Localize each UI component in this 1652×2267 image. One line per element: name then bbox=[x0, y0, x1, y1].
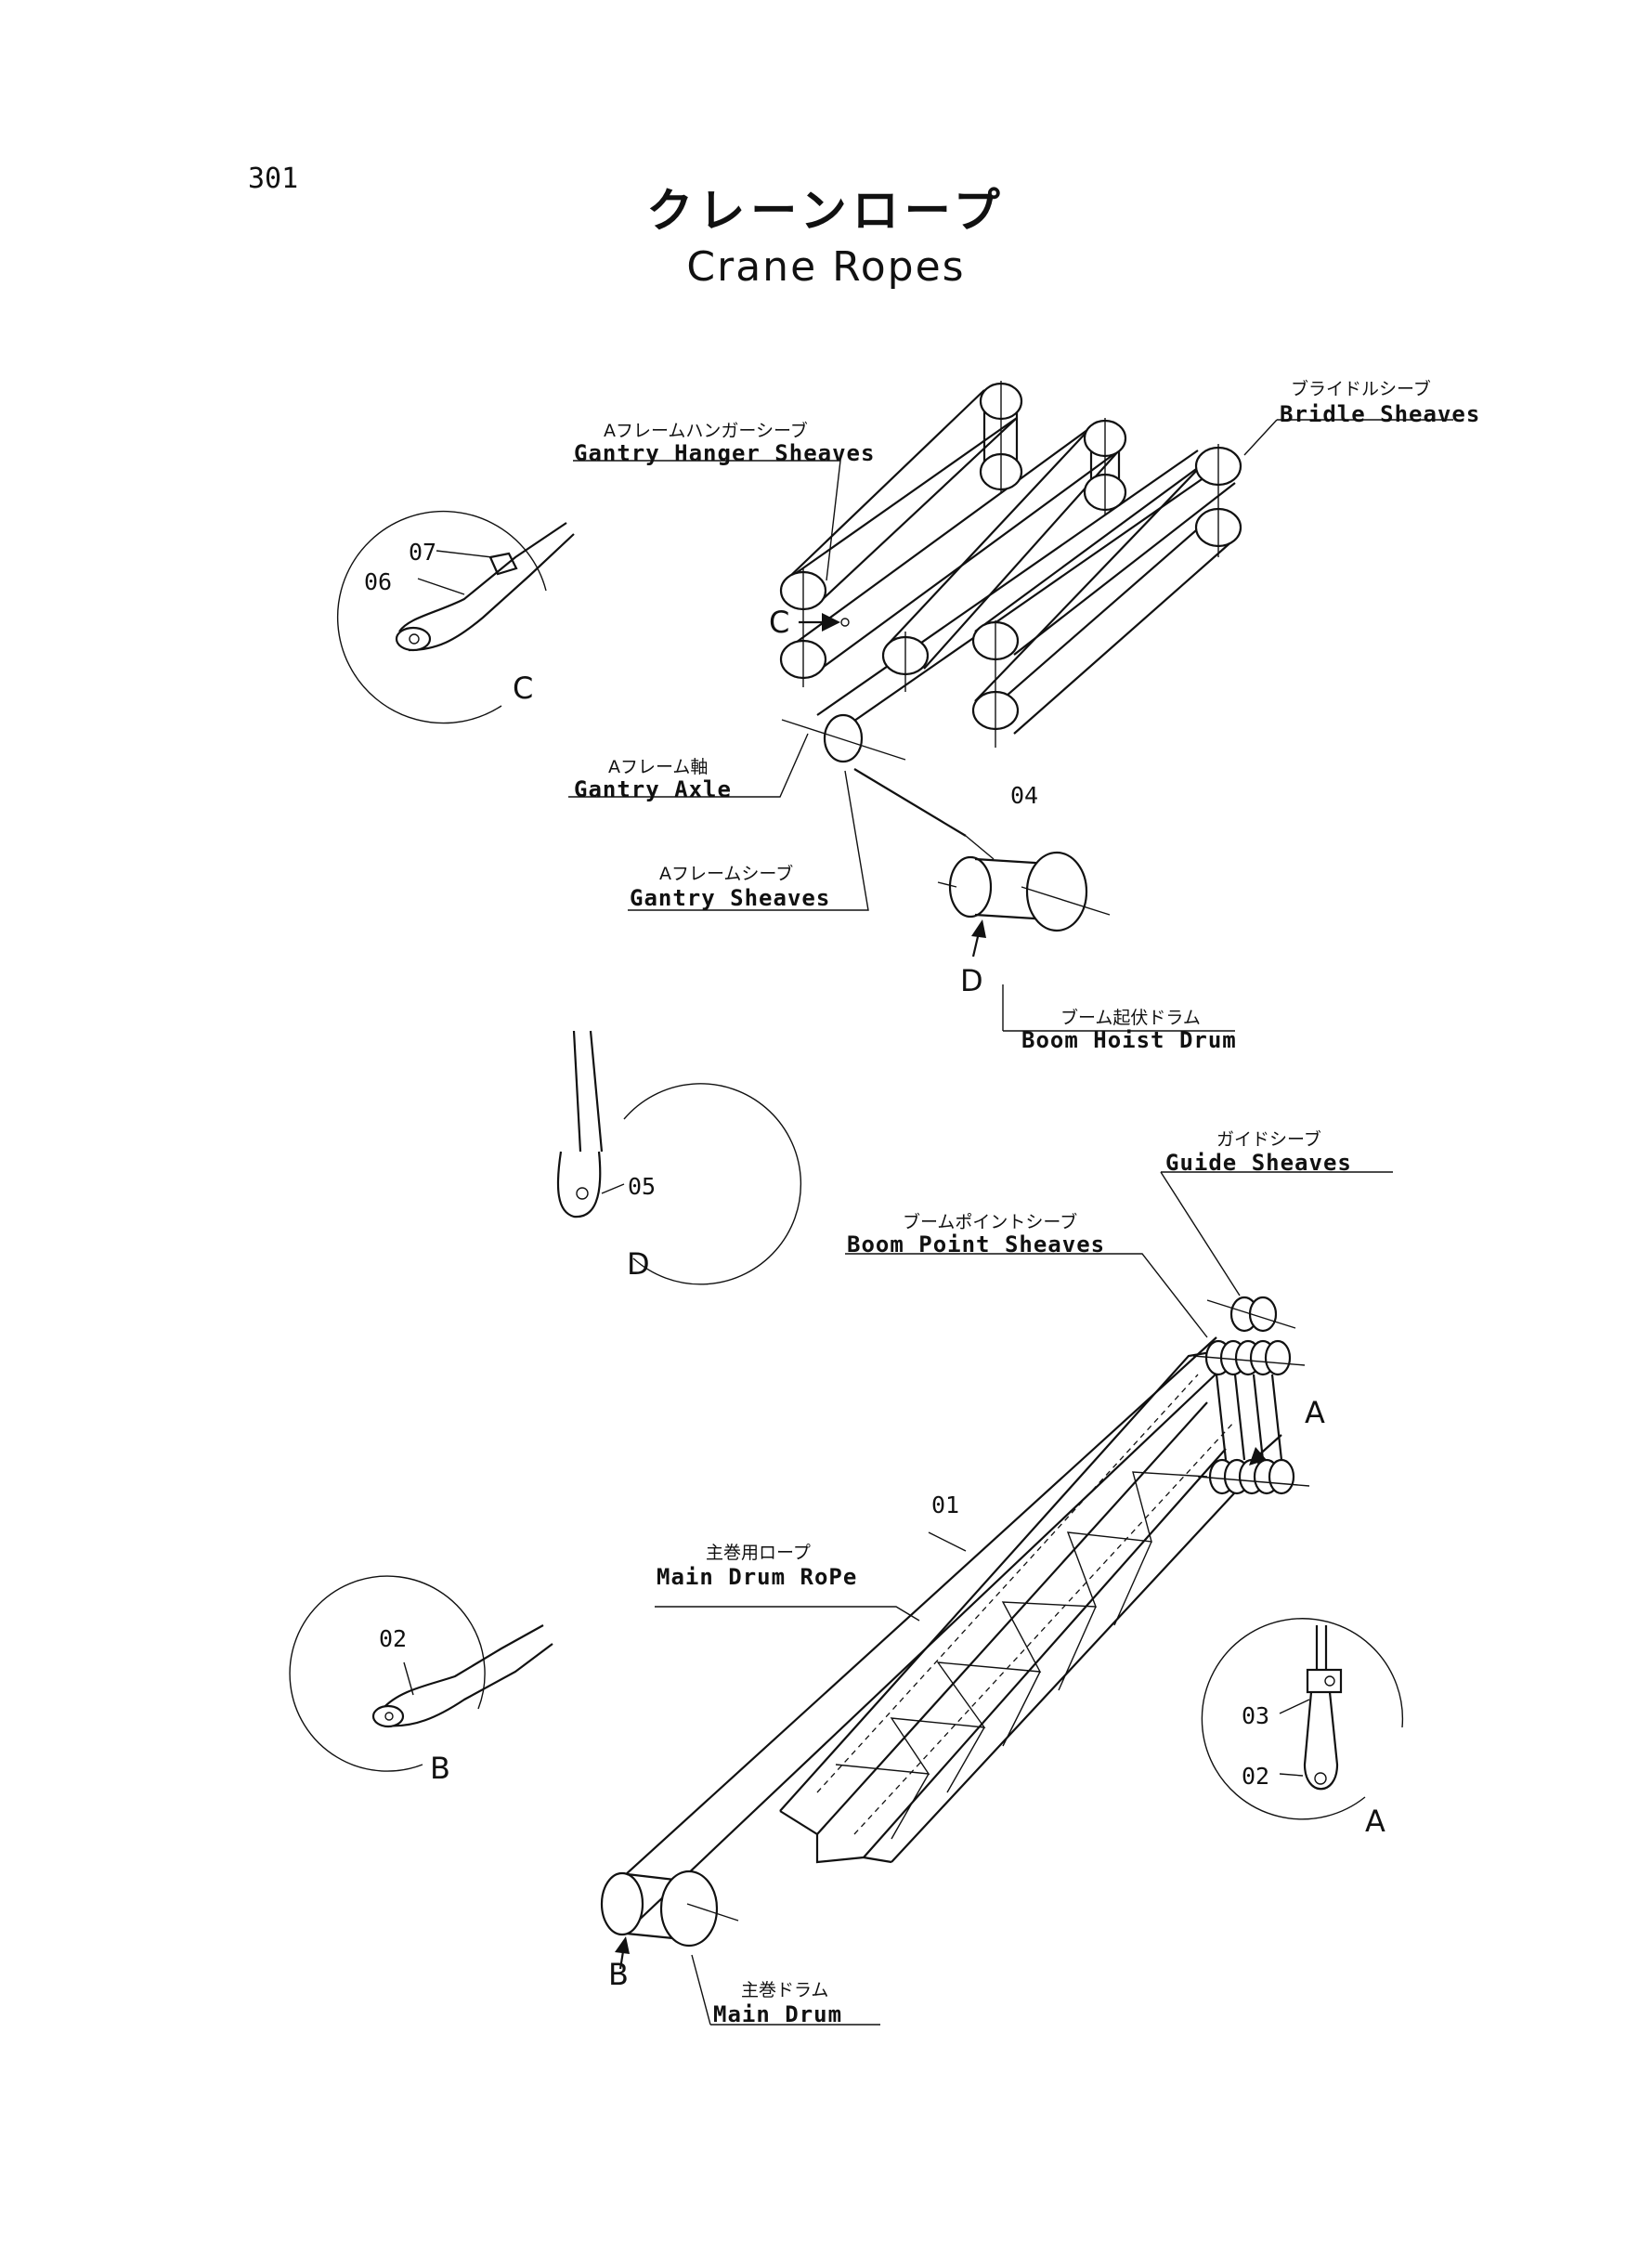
title-japanese: クレーンロープ bbox=[646, 184, 1006, 238]
label-main-drum-en: Main Drum bbox=[713, 2001, 843, 2027]
view-marker-d-detail: D bbox=[627, 1246, 650, 1282]
label-bridle-sheaves-en: Bridle Sheaves bbox=[1280, 401, 1481, 427]
label-boom-hoist-drum-jp: ブーム起伏ドラム bbox=[1060, 1008, 1201, 1028]
view-c-arrow bbox=[799, 613, 850, 632]
label-boom-point-sheaves-jp: ブームポイントシーブ bbox=[903, 1212, 1078, 1232]
leader-lines-lower bbox=[655, 1171, 1393, 1622]
part-number-06: 06 bbox=[364, 568, 393, 595]
part-number-07: 07 bbox=[409, 539, 437, 566]
label-main-drum-rope-jp: 主巻用ロープ bbox=[706, 1543, 811, 1563]
upper-reeving-assembly bbox=[779, 381, 1242, 860]
page-number: 301 bbox=[248, 163, 299, 195]
view-d-arrow bbox=[971, 919, 986, 958]
part-number-02-detail-b: 02 bbox=[379, 1625, 408, 1652]
part-number-02-detail-a: 02 bbox=[1242, 1763, 1270, 1790]
part-number-01: 01 bbox=[931, 1492, 960, 1518]
title-english: Crane Ropes bbox=[686, 243, 966, 291]
label-gantry-sheaves-en: Gantry Sheaves bbox=[630, 885, 831, 911]
label-bridle-sheaves-jp: ブライドルシーブ bbox=[1291, 379, 1431, 399]
label-gantry-axle-en: Gantry Axle bbox=[574, 776, 732, 802]
view-marker-b-detail: B bbox=[430, 1751, 450, 1786]
detail-a-circle bbox=[1201, 1618, 1404, 1820]
label-guide-sheaves-en: Guide Sheaves bbox=[1165, 1150, 1352, 1176]
boom-hoist-drum bbox=[937, 851, 1111, 932]
boom-lattice bbox=[603, 1336, 1259, 1928]
label-boom-hoist-drum-en: Boom Hoist Drum bbox=[1021, 1027, 1237, 1053]
label-gantry-hanger-sheaves-en: Gantry Hanger Sheaves bbox=[574, 440, 876, 466]
boom-point-sheaves bbox=[1192, 1296, 1310, 1495]
view-marker-c-callout: C bbox=[769, 605, 790, 640]
label-gantry-sheaves-jp: Aフレームシーブ bbox=[659, 864, 794, 884]
view-marker-a-callout: A bbox=[1305, 1395, 1325, 1430]
leader-lines-upper bbox=[568, 419, 1453, 1032]
part-number-04: 04 bbox=[1010, 782, 1039, 809]
detail-d-circle bbox=[556, 1030, 802, 1285]
main-drum bbox=[600, 1870, 880, 2026]
view-marker-c-detail: C bbox=[513, 671, 534, 706]
view-marker-d-callout: D bbox=[960, 963, 983, 998]
part-number-03: 03 bbox=[1242, 1702, 1270, 1729]
detail-c-circle bbox=[336, 510, 575, 724]
part-number-05: 05 bbox=[628, 1173, 657, 1200]
label-main-drum-jp: 主巻ドラム bbox=[741, 1980, 829, 2000]
detail-b-circle bbox=[289, 1575, 553, 1772]
view-marker-b-callout: B bbox=[608, 1957, 629, 1992]
label-boom-point-sheaves-en: Boom Point Sheaves bbox=[847, 1231, 1106, 1257]
view-marker-a-detail: A bbox=[1365, 1804, 1385, 1839]
label-guide-sheaves-jp: ガイドシーブ bbox=[1216, 1129, 1321, 1150]
label-main-drum-rope-en: Main Drum RoPe bbox=[657, 1564, 858, 1590]
label-gantry-axle-jp: Aフレーム軸 bbox=[608, 757, 709, 777]
label-gantry-hanger-sheaves-jp: Aフレームハンガーシーブ bbox=[604, 421, 808, 441]
